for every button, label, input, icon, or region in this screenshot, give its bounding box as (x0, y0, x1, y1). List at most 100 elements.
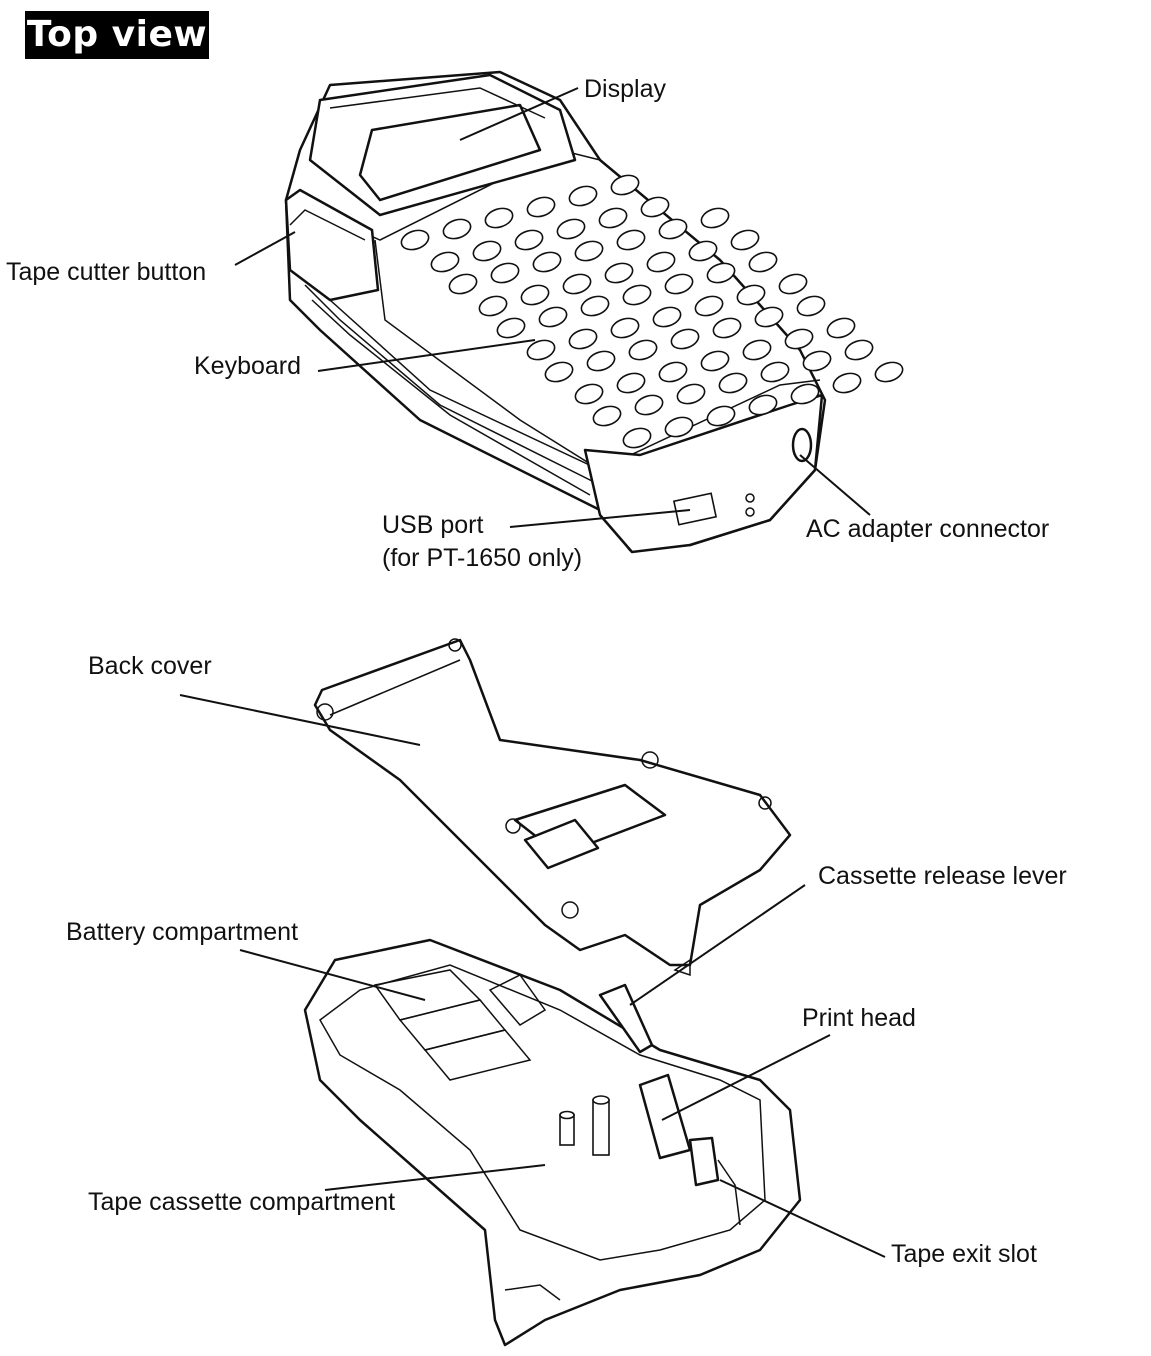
keyboard-key (526, 339, 556, 361)
label-back-cover: Back cover (88, 652, 212, 680)
keyboard-key (640, 196, 670, 218)
keyboard-key (748, 251, 778, 273)
keyboard-key (622, 427, 652, 449)
keyboard-key (442, 218, 472, 240)
keyboard-key (784, 328, 814, 350)
label-usb-port: USB port (382, 511, 484, 539)
keyboard-key (430, 251, 460, 273)
keyboard-key (832, 372, 862, 394)
keyboard-key (598, 207, 628, 229)
keyboard-key (796, 295, 826, 317)
keyboard-key (448, 273, 478, 295)
keyboard-key (580, 295, 610, 317)
leader-lines (179, 87, 886, 1258)
keyboard-key (754, 306, 784, 328)
leader-usb (509, 509, 691, 528)
label-print-head: Print head (802, 1004, 916, 1032)
keyboard-key (802, 350, 832, 372)
keyboard-key (574, 240, 604, 262)
tape-cutter (284, 188, 380, 302)
keyboard-key (532, 251, 562, 273)
keyboard-key (874, 361, 904, 383)
label-cassette-release-lever: Cassette release lever (818, 862, 1067, 890)
label-ac-adapter-connector: AC adapter connector (806, 515, 1050, 543)
keyboard-key (688, 240, 718, 262)
keyboard-key (670, 328, 700, 350)
printer-front (583, 393, 824, 554)
keyboard-key (538, 306, 568, 328)
keyboard-key (544, 361, 574, 383)
keyboard-key (748, 394, 778, 416)
section-heading: Top view (25, 11, 209, 59)
leader-ac-adapter (799, 454, 871, 516)
leader-print-head (661, 1034, 831, 1121)
display-screen (358, 103, 542, 202)
keyboard-key (652, 306, 682, 328)
keyboard-key (586, 350, 616, 372)
leader-tape-cutter (234, 231, 296, 266)
label-display: Display (584, 75, 666, 103)
leader-battery (239, 949, 426, 1001)
keyboard-key (520, 284, 550, 306)
keyboard-key (844, 339, 874, 361)
keyboard-key (568, 328, 598, 350)
keyboard-key (610, 317, 640, 339)
keyboard-key (826, 317, 856, 339)
keyboard-key (526, 196, 556, 218)
keyboard-key (718, 372, 748, 394)
keyboard-key (616, 372, 646, 394)
keyboard-key (664, 273, 694, 295)
keyboard-key (730, 229, 760, 251)
keyboard-key (760, 361, 790, 383)
keyboard-key (628, 339, 658, 361)
leader-keyboard (317, 339, 536, 372)
keyboard-key (706, 262, 736, 284)
label-keyboard: Keyboard (194, 352, 302, 380)
keyboard-keys (400, 174, 904, 449)
keyboard-key (658, 361, 688, 383)
keyboard-key (616, 229, 646, 251)
keyboard-key (400, 229, 430, 251)
keyboard-key (712, 317, 742, 339)
ac-jack (791, 427, 813, 463)
label-tape-cutter-button: Tape cutter button (6, 258, 207, 286)
keyboard-key (610, 174, 640, 196)
keyboard-key (592, 405, 622, 427)
keyboard-key (700, 207, 730, 229)
keyboard-key (706, 405, 736, 427)
keyboard-key (478, 295, 508, 317)
keyboard-key (658, 218, 688, 240)
keyboard-key (574, 383, 604, 405)
keyboard-key (646, 251, 676, 273)
keyboard-key (604, 262, 634, 284)
keyboard-key (562, 273, 592, 295)
leader-tape-exit (719, 1179, 886, 1258)
keyboard-key (778, 273, 808, 295)
leader-back-cover (179, 694, 421, 746)
usb-socket (672, 492, 718, 526)
keyboard-key (514, 229, 544, 251)
keyboard-key (736, 284, 766, 306)
keyboard-key (568, 185, 598, 207)
keyboard-key (700, 350, 730, 372)
label-tape-cassette-compartment: Tape cassette compartment (88, 1188, 396, 1216)
label-tape-exit-slot: Tape exit slot (891, 1240, 1037, 1268)
keyboard-key (694, 295, 724, 317)
keyboard-key (496, 317, 526, 339)
label-printer-drawing (284, 70, 904, 554)
keyboard-key (742, 339, 772, 361)
keyboard-key (484, 207, 514, 229)
keyboard-key (556, 218, 586, 240)
keyboard-key (676, 383, 706, 405)
keyboard-key (472, 240, 502, 262)
back-cover-drawing (313, 638, 792, 977)
keyboard-key (664, 416, 694, 438)
label-usb-port-note: (for PT-1650 only) (382, 544, 583, 572)
keyboard-key (790, 383, 820, 405)
leader-cassette-release (629, 884, 806, 1006)
keyboard-key (622, 284, 652, 306)
leader-tape-cassette (324, 1164, 546, 1191)
leader-display (459, 87, 579, 141)
